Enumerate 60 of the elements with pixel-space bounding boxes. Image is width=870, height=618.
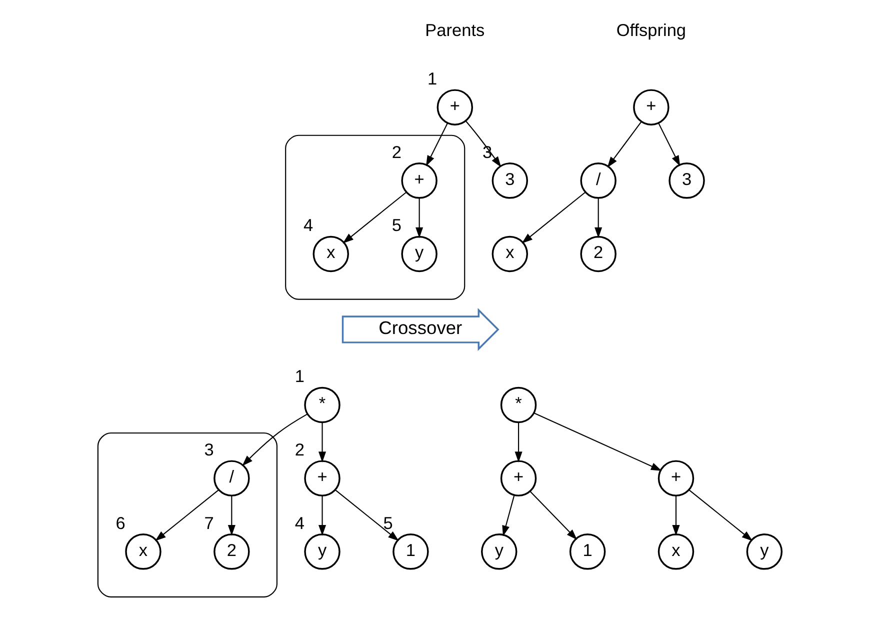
arrow (514, 422, 522, 462)
arrow (342, 192, 406, 244)
node-circle: x (657, 534, 694, 570)
node-label: 1 (426, 68, 437, 88)
node-circle: + (500, 460, 536, 496)
arrow (594, 198, 602, 238)
node-circle: 2 (580, 236, 616, 272)
arrow (242, 414, 308, 466)
node-circle: + (304, 460, 340, 496)
node-circle: * (500, 386, 536, 424)
node-circle: 2 (213, 534, 250, 570)
arrow (672, 496, 680, 536)
arrow (318, 496, 326, 536)
node-circle: y (400, 236, 437, 272)
node-label: 3 (204, 439, 214, 460)
node-circle: y (480, 534, 517, 570)
arrow (154, 489, 218, 542)
label: Offspring (616, 20, 686, 40)
arrow (334, 489, 398, 542)
node-label: 6 (115, 512, 125, 533)
node-circle: 3 (668, 162, 704, 199)
arrow (502, 495, 514, 536)
arrow (529, 491, 577, 540)
label: Parents (424, 20, 484, 40)
node-label: 3 (482, 142, 492, 162)
node-label: 7 (204, 512, 214, 533)
node-circle: 1 (392, 534, 428, 570)
node-label: 1 (294, 366, 304, 386)
node-label: 5 (391, 215, 401, 236)
node-circle: x (491, 236, 528, 272)
arrow (318, 422, 326, 462)
arrow (533, 412, 662, 471)
node-circle: / (213, 460, 250, 496)
node-circle: x (312, 236, 348, 272)
node-circle: y (304, 534, 340, 570)
node-circle: + (436, 89, 473, 126)
node-circle: / (580, 162, 616, 199)
node-circle: y (746, 534, 782, 570)
node-circle: 1 (568, 534, 606, 570)
node-label: 2 (391, 142, 401, 162)
node-circle: + (400, 162, 437, 199)
arrow (227, 496, 235, 536)
node-label: 2 (294, 439, 304, 460)
arrow (415, 198, 423, 238)
node-circle: x (124, 534, 161, 570)
node-circle: * (304, 386, 340, 424)
node-circle: + (632, 89, 669, 126)
node-circle: 3 (491, 162, 528, 199)
node-circle: + (657, 460, 694, 496)
node-label: 4 (302, 215, 313, 236)
arrow (425, 122, 448, 166)
arrow (464, 120, 501, 168)
node-label: 5 (382, 512, 392, 533)
arrow (606, 121, 642, 168)
arrow (521, 192, 586, 244)
node-label: 4 (294, 512, 304, 533)
arrow (658, 122, 680, 166)
arrow (688, 489, 752, 542)
cluster (96, 432, 277, 598)
cluster (284, 134, 465, 300)
